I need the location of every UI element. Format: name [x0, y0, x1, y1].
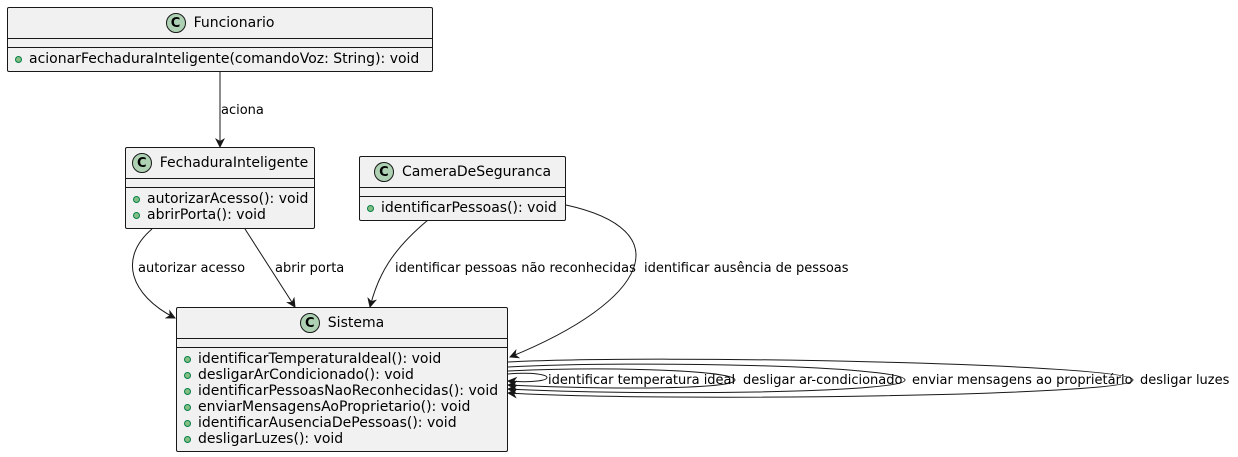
public-method-dot-icon: [184, 403, 191, 411]
method-item: identificarAusenciaDePessoas(): void: [184, 415, 507, 431]
public-method-dot-icon: [184, 435, 191, 443]
edge-abrir-porta: [244, 228, 296, 308]
class-funcionario[interactable]: C Funcionario acionarFechaduraInteligent…: [7, 7, 433, 72]
label-autorizar-acesso: autorizar acesso: [138, 261, 245, 276]
public-method-dot-icon: [184, 371, 191, 379]
attributes-section: [360, 188, 565, 197]
class-name: Funcionario: [193, 15, 275, 31]
class-c-icon: C: [131, 153, 152, 173]
attributes-section: [177, 339, 507, 348]
edge-self-temperatura: [507, 372, 548, 387]
class-name: Sistema: [327, 315, 385, 331]
label-temperatura-ideal: identificar temperatura ideal: [548, 373, 735, 388]
label-pessoas-nao-reconhecidas: identificar pessoas não reconhecidas: [395, 261, 636, 276]
class-sistema[interactable]: C Sistema identificarTemperaturaIdeal():…: [176, 307, 508, 452]
method-item: identificarPessoasNaoReconhecidas(): voi…: [184, 383, 507, 399]
class-c-icon: C: [373, 162, 394, 182]
class-name: CameraDeSeguranca: [401, 164, 552, 180]
public-method-dot-icon: [184, 419, 191, 427]
methods-section: autorizarAcesso(): void abrirPorta(): vo…: [126, 188, 314, 226]
label-desligar-ar: desligar ar-condicionado: [743, 373, 902, 388]
class-c-icon: C: [299, 313, 320, 333]
method-item: autorizarAcesso(): void: [133, 191, 314, 207]
class-header: C Funcionario: [8, 8, 432, 39]
edge-self-enviar-mensagens: [507, 363, 906, 395]
method-item: desligarArCondicionado(): void: [184, 367, 507, 383]
edge-self-desligar-luzes: [507, 358, 1134, 399]
method-item: abrirPorta(): void: [133, 207, 314, 223]
label-desligar-luzes: desligar luzes: [1140, 373, 1230, 388]
class-camera-de-seguranca[interactable]: C CameraDeSeguranca identificarPessoas()…: [359, 156, 566, 221]
label-abrir-porta: abrir porta: [275, 261, 344, 276]
label-aciona: aciona: [221, 103, 264, 118]
method-item: acionarFechaduraInteligente(comandoVoz: …: [15, 51, 432, 67]
class-fechadura-inteligente[interactable]: C FechaduraInteligente autorizarAcesso()…: [125, 147, 315, 229]
public-method-dot-icon: [184, 387, 191, 395]
methods-section: identificarPessoas(): void: [360, 197, 565, 219]
label-ausencia-pessoas: identificar ausência de pessoas: [644, 261, 849, 276]
class-name: FechaduraInteligente: [159, 155, 309, 171]
public-method-dot-icon: [15, 55, 22, 63]
edge-pessoas-nao-reconhecidas: [367, 219, 429, 308]
attributes-section: [8, 39, 432, 48]
class-header: C FechaduraInteligente: [126, 148, 314, 179]
public-method-dot-icon: [133, 195, 140, 203]
method-item: identificarPessoas(): void: [367, 200, 565, 216]
class-c-icon: C: [165, 13, 186, 33]
attributes-section: [126, 179, 314, 188]
public-method-dot-icon: [367, 204, 374, 212]
class-header: C CameraDeSeguranca: [360, 157, 565, 188]
public-method-dot-icon: [133, 211, 140, 219]
class-header: C Sistema: [177, 308, 507, 339]
edge-autorizar-acesso: [132, 228, 176, 319]
label-enviar-mensagens: enviar mensagens ao proprietário: [912, 373, 1133, 388]
method-item: identificarTemperaturaIdeal(): void: [184, 351, 507, 367]
method-item: enviarMensagensAoProprietario(): void: [184, 399, 507, 415]
methods-section: acionarFechaduraInteligente(comandoVoz: …: [8, 48, 432, 70]
method-item: desligarLuzes(): void: [184, 431, 507, 447]
edge-ausencia-pessoas: [509, 204, 637, 359]
methods-section: identificarTemperaturaIdeal(): void desl…: [177, 348, 507, 450]
edge-self-desligar-ar: [507, 368, 736, 391]
public-method-dot-icon: [184, 355, 191, 363]
